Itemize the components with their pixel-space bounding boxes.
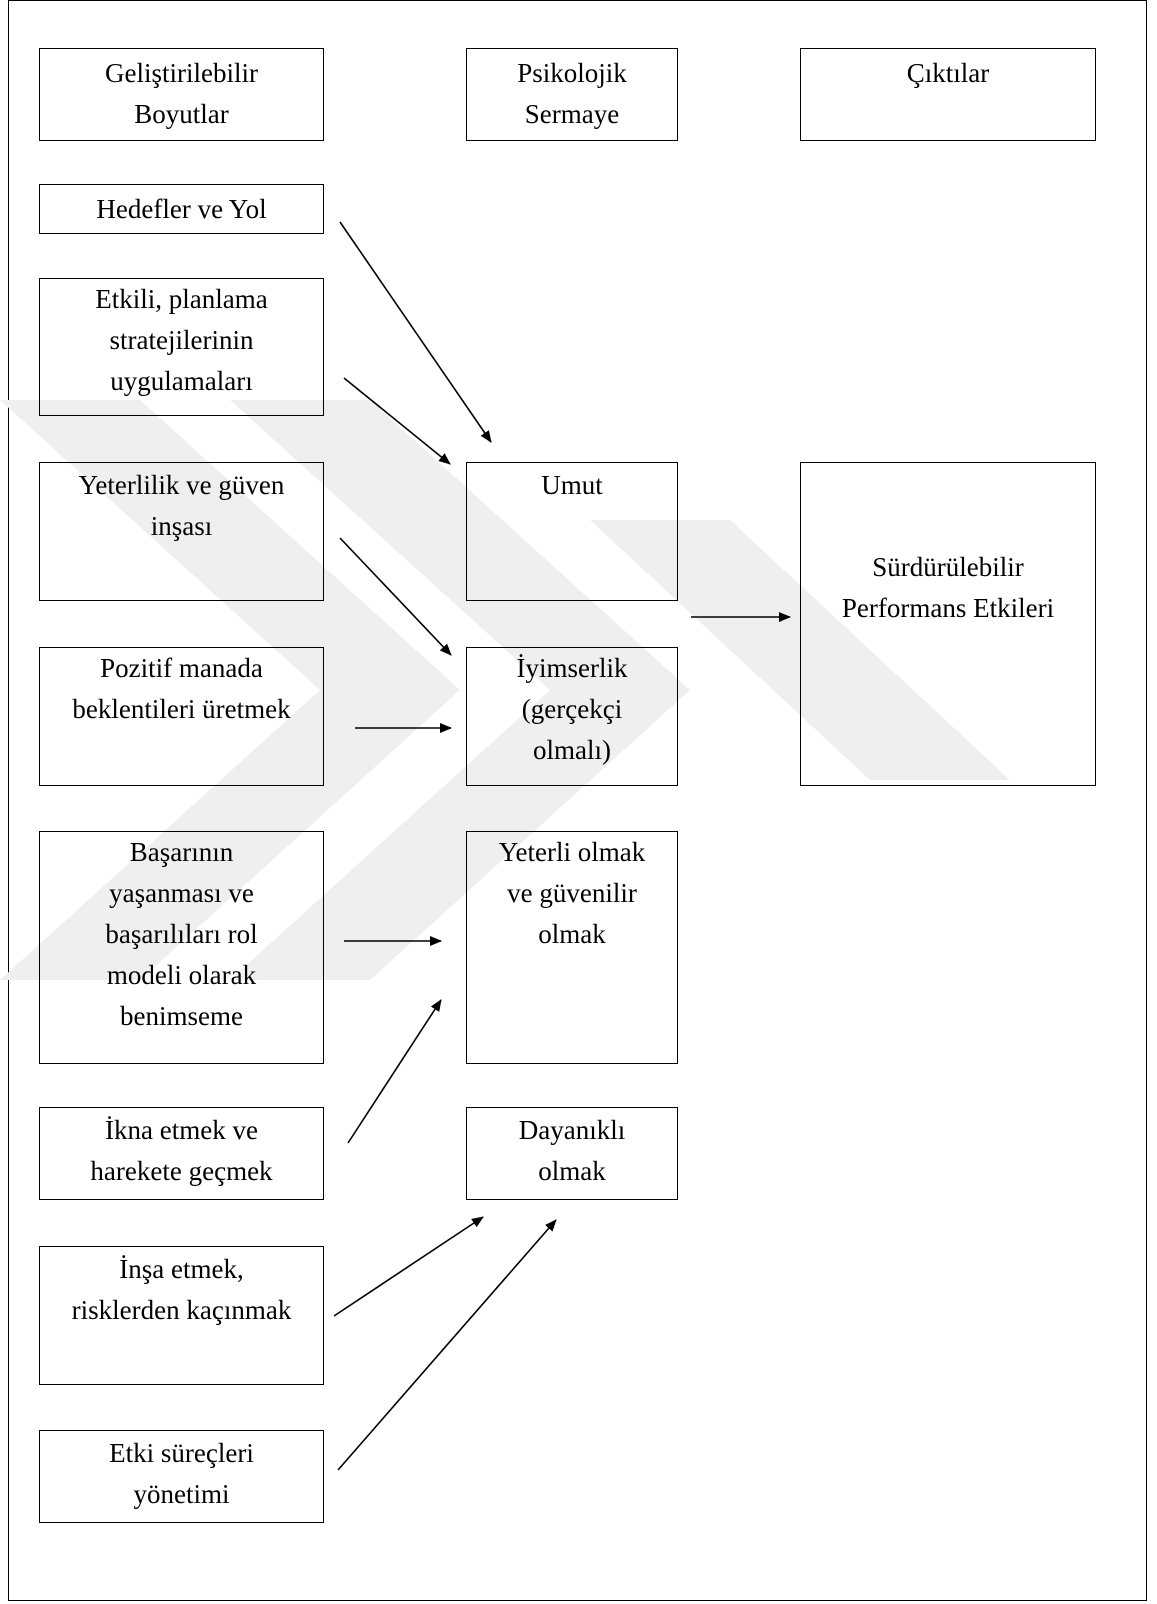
capital-optimism: İyimserlik (gerçekçi olmalı) bbox=[466, 647, 678, 786]
dimension-efficacy-confidence: Yeterlilik ve güven inşası bbox=[39, 462, 324, 601]
dimension-building-risk-avoidance: İnşa etmek, risklerden kaçınmak bbox=[39, 1246, 324, 1385]
capital-line: olmak bbox=[538, 919, 606, 949]
arrow-efficacy-to-optimism bbox=[339, 537, 452, 656]
capital-line: Umut bbox=[541, 470, 603, 500]
capital-resilience: Dayanıklı olmak bbox=[466, 1107, 678, 1200]
capital-line: İyimserlik bbox=[516, 653, 628, 683]
dimension-line: başarılıları rol bbox=[105, 919, 258, 949]
diagram-frame bbox=[8, 0, 1147, 1601]
dimension-goals-and-path: Hedefler ve Yol bbox=[39, 184, 324, 234]
arrow-planning-to-hope bbox=[343, 377, 451, 465]
capital-hope: Umut bbox=[466, 462, 678, 601]
dimension-influence-process-management: Etki süreçleri yönetimi bbox=[39, 1430, 324, 1523]
dimension-line: beklentileri üretmek bbox=[72, 694, 291, 724]
capital-line: (gerçekçi bbox=[521, 694, 623, 724]
dimension-line: Etki süreçleri bbox=[109, 1438, 254, 1468]
capital-line: Yeterli olmak bbox=[498, 837, 646, 867]
dimension-line: modeli olarak bbox=[106, 960, 257, 990]
dimension-line: İkna etmek ve bbox=[105, 1115, 258, 1145]
dimension-line: stratejilerinin bbox=[109, 325, 254, 355]
capital-line: Dayanıklı bbox=[518, 1115, 626, 1145]
dimension-line: uygulamaları bbox=[110, 366, 253, 396]
dimension-line: Başarının bbox=[129, 837, 234, 867]
outcome-sustainable-performance: Sürdürülebilir Performans Etkileri bbox=[800, 462, 1096, 786]
dimension-line: yönetimi bbox=[133, 1479, 230, 1509]
dimension-line: risklerden kaçınmak bbox=[71, 1295, 292, 1325]
dimension-positive-expectations: Pozitif manada beklentileri üretmek bbox=[39, 647, 324, 786]
header-line: Çıktılar bbox=[906, 58, 990, 88]
capital-line: ve güvenilir bbox=[507, 878, 637, 908]
dimension-line: harekete geçmek bbox=[90, 1156, 273, 1186]
outcome-line: Performans Etkileri bbox=[841, 593, 1055, 623]
header-line: Sermaye bbox=[524, 99, 620, 129]
arrow-building-to-resilience bbox=[333, 1216, 484, 1317]
dimension-line: Etkili, planlama bbox=[95, 284, 268, 314]
dimension-planning-strategies: Etkili, planlama stratejilerinin uygulam… bbox=[39, 278, 324, 416]
arrow-persuasion-to-efficacy bbox=[347, 999, 442, 1144]
dimension-line: yaşanması ve bbox=[109, 878, 254, 908]
header-developable-dimensions: Geliştirilebilir Boyutlar bbox=[39, 48, 324, 141]
header-psychological-capital: Psikolojik Sermaye bbox=[466, 48, 678, 141]
arrow-goals-to-hope bbox=[339, 221, 492, 443]
capital-efficacy: Yeterli olmak ve güvenilir olmak bbox=[466, 831, 678, 1064]
header-line: Psikolojik bbox=[517, 58, 627, 88]
header-line: Boyutlar bbox=[134, 99, 229, 129]
dimension-line: Hedefler ve Yol bbox=[96, 194, 267, 224]
arrow-influence-to-resilience bbox=[337, 1219, 557, 1471]
dimension-persuasion-action: İkna etmek ve harekete geçmek bbox=[39, 1107, 324, 1200]
dimension-line: İnşa etmek, bbox=[119, 1254, 244, 1284]
dimension-success-role-models: Başarının yaşanması ve başarılıları rol … bbox=[39, 831, 324, 1064]
outcome-line: Sürdürülebilir bbox=[872, 552, 1024, 582]
header-outputs: Çıktılar bbox=[800, 48, 1096, 141]
dimension-line: inşası bbox=[150, 511, 213, 541]
dimension-line: Pozitif manada bbox=[100, 653, 263, 683]
dimension-line: Yeterlilik ve güven bbox=[78, 470, 285, 500]
header-line: Geliştirilebilir bbox=[105, 58, 258, 88]
capital-line: olmak bbox=[538, 1156, 606, 1186]
capital-line: olmalı) bbox=[533, 735, 611, 765]
dimension-line: benimseme bbox=[120, 1001, 243, 1031]
